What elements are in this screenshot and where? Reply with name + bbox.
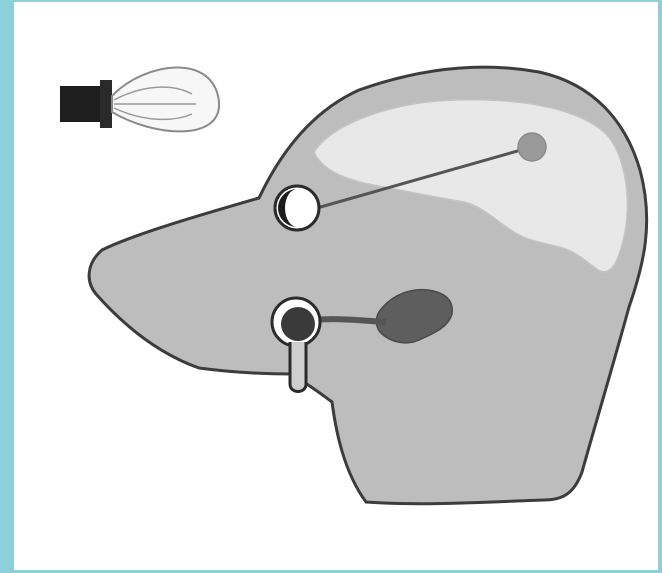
visual-centre-node (518, 133, 546, 161)
gland-duct (290, 342, 306, 392)
light-bulb-icon (60, 67, 219, 131)
salivary-nerve-line (314, 319, 386, 322)
eye-icon (275, 186, 319, 230)
bulb-socket-collar (100, 80, 112, 128)
classical-conditioning-diagram (14, 2, 658, 570)
bulb-socket (60, 86, 104, 122)
gland-core (281, 307, 315, 341)
bulb-glass (112, 67, 219, 131)
